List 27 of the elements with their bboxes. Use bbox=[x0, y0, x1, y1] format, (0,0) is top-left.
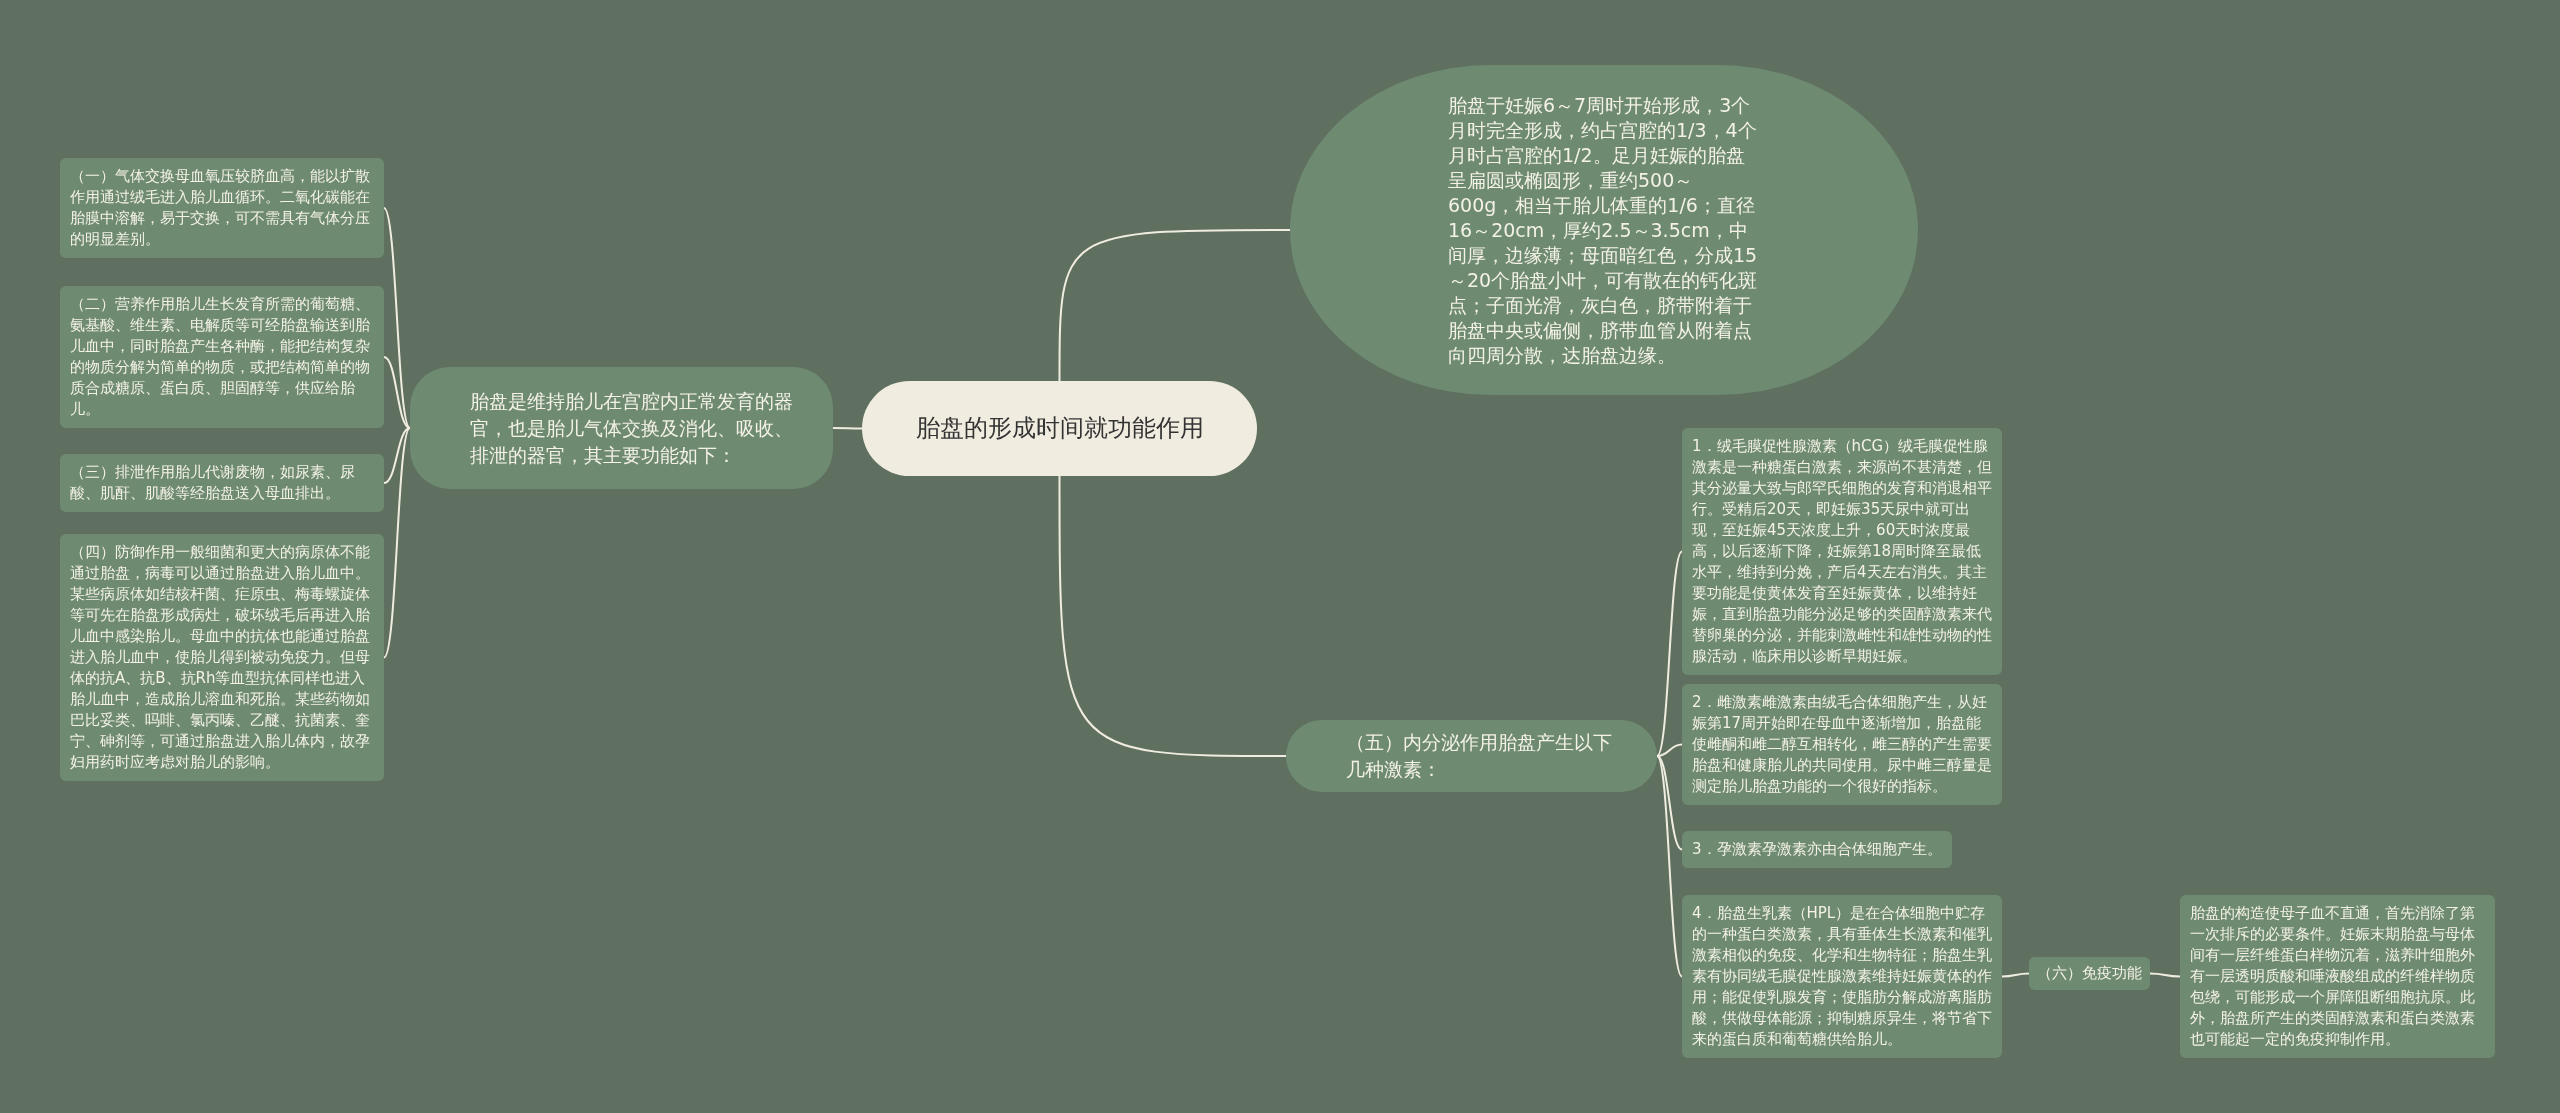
note-box: 1．绒毛膜促性腺激素（hCG）绒毛膜促性腺激素是一种糖蛋白激素，来源尚不甚清楚，但其分泌量大致与郎罕氏细胞的发育和消退相平行。受精后20天，即妊娠35天尿中就可出现，至妊娠45天浓度上升，60天时浓度最高，以后逐渐下降，妊娠第18周时降至最低水平，维持到分娩，产后4天左右消失。其主要功能是使黄体发育至妊娠黄体，以维持妊娠，直到胎盘功能分泌足够的类固醇激素来代替卵巢的分泌，并能刺激雌性和雄性动物的性腺活动，临床用以诊断早期妊娠。 bbox=[1682, 428, 2002, 675]
topic-label-box: （六）免疫功能 bbox=[2029, 957, 2150, 990]
topic-bubble: 胎盘于妊娠6～7周时开始形成，3个月时完全形成，约占宫腔的1/3，4个月时占宫腔的1/2。足月妊娠的胎盘呈扁圆或椭圆形，重约500～600g，相当于胎儿体重的1/6；直径16～20cm，厚约2.5～3.5cm，中间厚，边缘薄；母面暗红色，分成15～20个胎盘小叶，可有散在的钙化斑点；子面光滑，灰白色，脐带附着于胎盘中央或偏侧，脐带血管从附着点向四周分散，达胎盘边缘。 bbox=[1290, 65, 1918, 395]
note-box: 胎盘的构造使母子血不直通，首先消除了第一次排斥的必要条件。妊娠末期胎盘与母体间有一层纤维蛋白样物沉着，滋养叶细胞外有一层透明质酸和唾液酸组成的纤维样物质包绕，可能形成一个屏障阻断细胞抗原。此外，胎盘所产生的类固醇激素和蛋白类激素也可能起一定的免疫抑制作用。 bbox=[2180, 895, 2495, 1058]
connector-line bbox=[2001, 972, 2030, 978]
note-box: （一）气体交换母血氧压较脐血高，能以扩散作用通过绒毛进入胎儿血循环。二氧化碳能在胎膜中溶解，易于交换，可不需具有气体分压的明显差别。 bbox=[60, 158, 384, 258]
connector-line bbox=[1656, 743, 1683, 757]
central-topic: 胎盘的形成时间就功能作用 bbox=[862, 381, 1257, 476]
connector-line bbox=[383, 207, 411, 429]
connector-line bbox=[832, 427, 863, 430]
connector-line bbox=[1656, 755, 1683, 978]
connector-line bbox=[1058, 475, 1287, 757]
connector-line bbox=[1656, 550, 1683, 757]
connector-line bbox=[1058, 229, 1291, 382]
connector-line bbox=[383, 427, 411, 659]
connector-line bbox=[2149, 972, 2181, 978]
topic-box: 胎盘是维持胎儿在宫腔内正常发育的器官，也是胎儿气体交换及消化、吸收、排泄的器官，其主要功能如下： bbox=[410, 367, 833, 489]
connector-line bbox=[383, 356, 411, 429]
note-box: 2．雌激素雌激素由绒毛合体细胞产生，从妊娠第17周开始即在母血中逐渐增加，胎盘能使雌酮和雌二醇互相转化，雌三醇的产生需要胎盘和健康胎儿的共同使用。尿中雌三醇量是测定胎儿胎盘功能的一个很好的指标。 bbox=[1682, 684, 2002, 805]
note-box: （四）防御作用一般细菌和更大的病原体不能通过胎盘，病毒可以通过胎盘进入胎儿血中。某些病原体如结核杆菌、疟原虫、梅毒螺旋体等可先在胎盘形成病灶，破坏绒毛后再进入胎儿血中感染胎儿。母血中的抗体也能通过胎盘进入胎儿血中，使胎儿得到被动免疫力。但母体的抗A、抗B、抗Rh等血型抗体同样也进入胎儿血中，造成胎儿溶血和死胎。某些药物如巴比妥类、吗啡、氯丙嗪、乙醚、抗菌素、奎宁、砷剂等，可通过胎盘进入胎儿体内，故孕妇用药时应考虑对胎儿的影响。 bbox=[60, 534, 384, 781]
connector-line bbox=[1656, 755, 1683, 851]
note-box: （三）排泄作用胎儿代谢废物，如尿素、尿酸、肌酐、肌酸等经胎盘送入母血排出。 bbox=[60, 454, 384, 512]
connector-line bbox=[383, 427, 411, 484]
note-box: 3．孕激素孕激素亦由合体细胞产生。 bbox=[1682, 831, 1952, 868]
note-box: 4．胎盘生乳素（HPL）是在合体细胞中贮存的一种蛋白类激素，具有垂体生长激素和催乳激素相似的免疫、化学和生物特征；胎盘生乳素有协同绒毛膜促性腺激素维持妊娠黄体的作用；能促使乳腺发育；使脂肪分解成游离脂肪酸，供做母体能源；抑制糖原异生，将节省下来的蛋白质和葡萄糖供给胎儿。 bbox=[1682, 895, 2002, 1058]
note-box: （二）营养作用胎儿生长发育所需的葡萄糖、氨基酸、维生素、电解质等可经胎盘输送到胎儿血中，同时胎盘产生各种酶，能把结构复杂的物质分解为简单的物质，或把结构简单的物质合成糖原、蛋白质、胆固醇等，供应给胎儿。 bbox=[60, 286, 384, 428]
topic-box: （五）内分泌作用胎盘产生以下几种激素： bbox=[1286, 720, 1657, 792]
